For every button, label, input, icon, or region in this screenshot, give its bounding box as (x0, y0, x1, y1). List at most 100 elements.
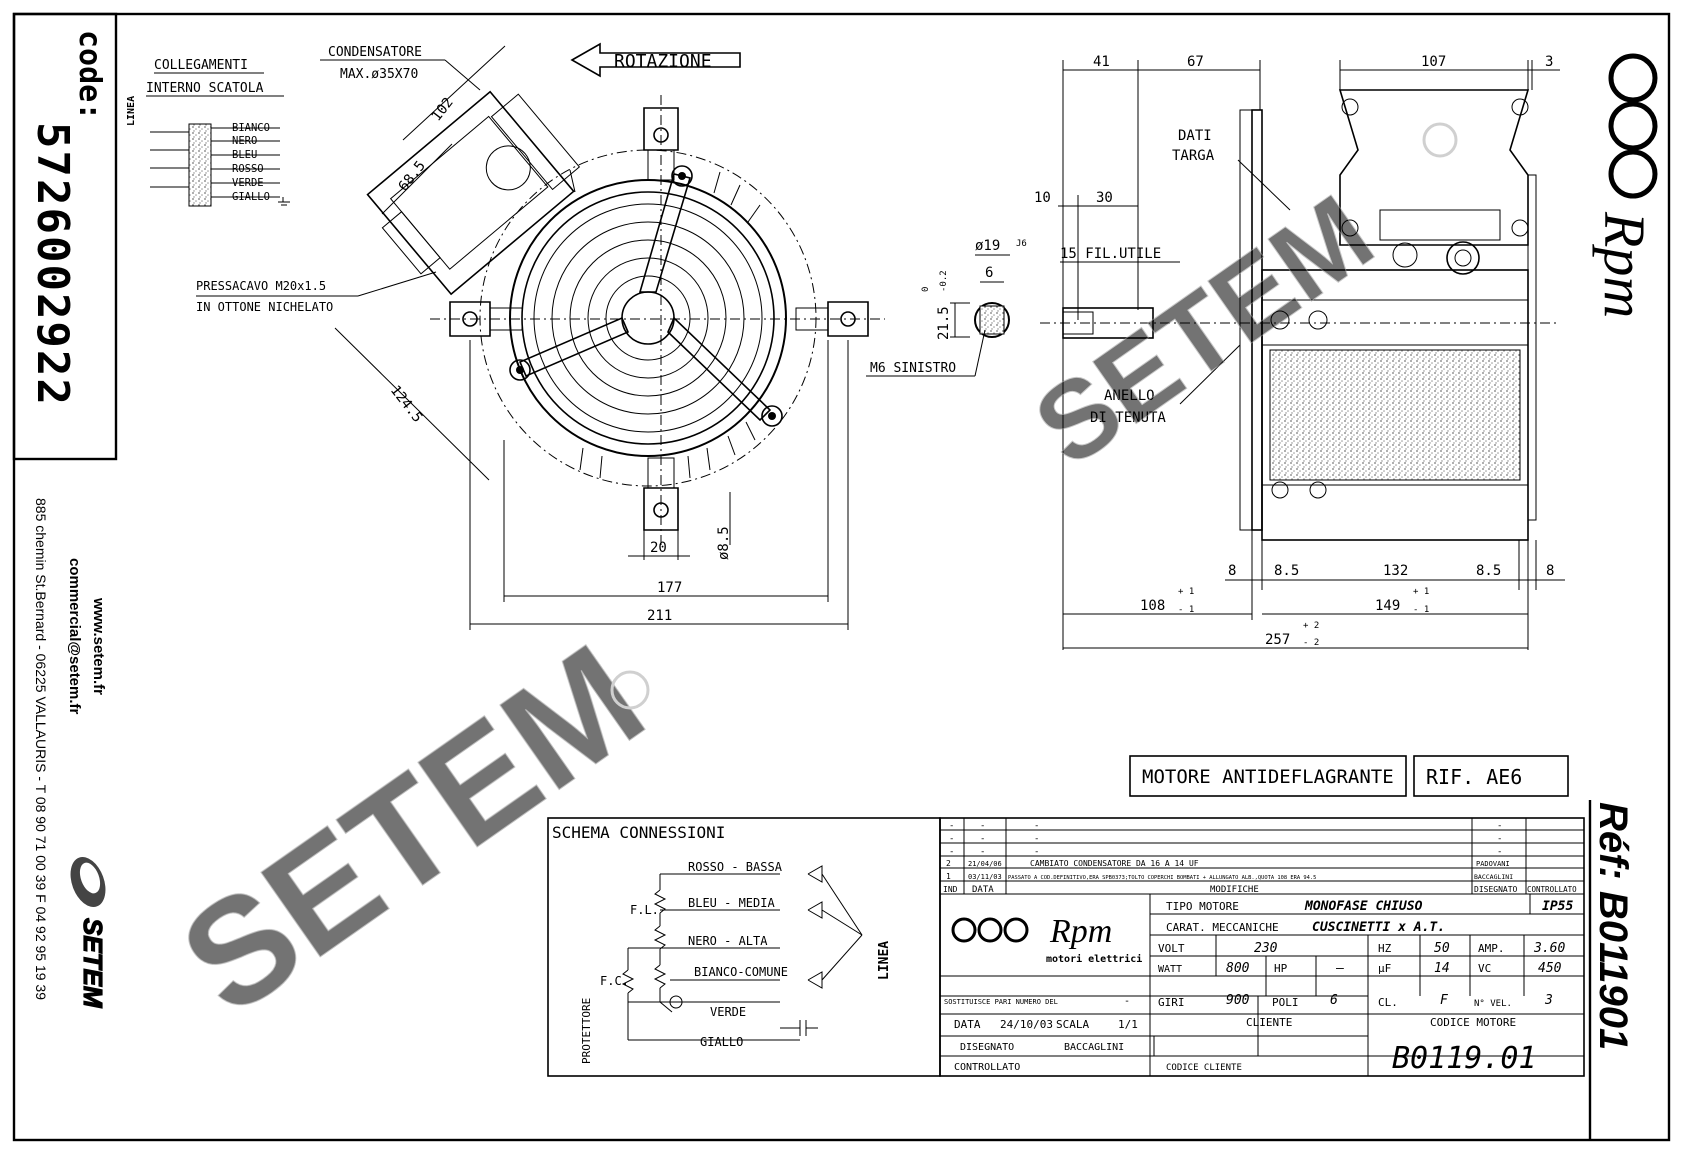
rev-desc-a: - (1034, 821, 1039, 831)
tipo-motore-label: TIPO MOTORE (1166, 900, 1239, 913)
rpm-logo: Rpm (1592, 53, 1658, 318)
sostituisce-label: SOSTITUISCE PARI NUMERO DEL (944, 998, 1058, 1006)
disegnato-label: DISEGNATO (960, 1042, 1014, 1053)
dim-19: ø19 (975, 238, 1000, 254)
uf-label: µF (1378, 962, 1391, 975)
vel-label: N° VEL. (1474, 999, 1512, 1009)
rev-desc-b: - (1034, 834, 1039, 844)
tol-149-plus: + 1 (1413, 587, 1429, 597)
stator-hatching (1269, 349, 1521, 481)
anello-label: ANELLO (1104, 388, 1155, 404)
rev-dis-c: - (1497, 847, 1502, 857)
rev-data-b: - (980, 834, 985, 844)
sheet-border (12, 12, 1671, 1142)
tol-149-minus: - 1 (1413, 605, 1429, 615)
condensatore-size: MAX.ø35X70 (340, 67, 418, 82)
vc-label: VC (1478, 962, 1491, 975)
dim-8-5b: 8.5 (1476, 563, 1501, 579)
collegamenti-subtitle: INTERNO SCATOLA (146, 81, 264, 96)
schema-nero: NERO - ALTA (688, 934, 768, 948)
watt-value: 800 (1226, 961, 1250, 976)
vel-value: 3 (1544, 993, 1553, 1008)
targa-label: TARGA (1172, 148, 1215, 164)
rpm-small-text: Rpm (1049, 913, 1112, 950)
schema-giallo: GIALLO (700, 1035, 743, 1049)
schema-protettore: PROTETTORE (580, 998, 593, 1064)
dim-102: 102 (429, 95, 457, 125)
dim-41: 41 (1093, 54, 1110, 70)
rif-label: RIF. AE6 (1426, 765, 1522, 789)
dim-132: 132 (1383, 563, 1408, 579)
mounting-lugs (449, 107, 869, 531)
schema-rosso: ROSSO - BASSA (688, 860, 783, 874)
rev-data-2: 21/04/06 (968, 860, 1002, 868)
hp-label: HP (1274, 962, 1288, 975)
poli-label: POLI (1272, 996, 1299, 1009)
codice-motore-label: CODICE MOTORE (1430, 1016, 1516, 1029)
dim-20: 20 (650, 540, 667, 556)
dim-10: 10 (1034, 190, 1051, 206)
rev-dis-1: BACCAGLINI (1474, 873, 1513, 881)
rev-ind-2: 2 (946, 859, 951, 868)
codice-cliente-label: CODICE CLIENTE (1166, 1063, 1242, 1073)
cliente-label: CLIENTE (1246, 1016, 1292, 1029)
rev-ind-a: - (949, 821, 954, 831)
schema-bianco: BIANCO-COMUNE (694, 965, 788, 979)
setem-watermark: SETEM SETEM (151, 122, 1458, 1047)
hz-label: HZ (1378, 942, 1392, 955)
ip-rating: IP55 (1542, 899, 1573, 914)
hdr-disegnato: DISEGNATO (1474, 885, 1518, 894)
rev-dis-a: - (1497, 821, 1502, 831)
m6-label: M6 SINISTRO (870, 361, 956, 376)
dim-8b: 8 (1546, 563, 1554, 579)
uf-value: 14 (1434, 961, 1450, 976)
dim-3: 3 (1545, 54, 1553, 70)
rotation-arrow (570, 42, 741, 78)
dim-30: 30 (1096, 190, 1113, 206)
giri-label: GIRI (1158, 996, 1185, 1009)
dim-67: 67 (1187, 54, 1204, 70)
dim-107: 107 (1421, 54, 1446, 70)
carat-label: CARAT. MECCANICHE (1166, 921, 1279, 934)
dim-8-5a: 8.5 (1274, 563, 1299, 579)
rpm-logo-text: Rpm (1592, 211, 1657, 318)
dim-68-5: 68.5 (396, 158, 429, 194)
rev-data-1: 03/11/03 (968, 873, 1002, 881)
code-box: code: 5726002922 (12, 12, 118, 461)
setem-logo: SETEM (70, 856, 109, 1010)
grille-spokes (518, 173, 772, 422)
controllato-label: CONTROLLATO (954, 1062, 1020, 1073)
email: commercial@setem.fr (66, 558, 83, 715)
schema-linea: LINEA (877, 941, 892, 980)
rev-ind-c: - (949, 847, 954, 857)
rev-dis-2: PADOVANI (1476, 860, 1510, 868)
hz-value: 50 (1434, 941, 1450, 956)
dim-8a: 8 (1228, 563, 1236, 579)
shaft-detail: ø19 J6 6 21.5 0 -0.2 M6 SINISTRO (866, 238, 1027, 377)
front-view: COLLEGAMENTI INTERNO SCATOLA LINEA BIANC… (126, 42, 885, 630)
dim-124-5: 124.5 (387, 383, 426, 426)
giri-value: 900 (1226, 993, 1250, 1008)
address: 885 chemin St.Bernard - 06225 VALLAURIS … (33, 498, 49, 1000)
rev-desc-2: CAMBIATO CONDENSATORE DA 16 A 14 UF (1030, 859, 1199, 868)
wire-bianco: BIANCO (232, 122, 270, 134)
ref-label: Réf: B011901 (1591, 802, 1635, 1050)
rev-ind-b: - (949, 834, 954, 844)
schema-bleu: BLEU - MEDIA (688, 896, 775, 910)
amp-label: AMP. (1478, 942, 1505, 955)
pressacavo-sub: IN OTTONE NICHELATO (196, 300, 333, 314)
volt-label: VOLT (1158, 942, 1185, 955)
rev-ind-1: 1 (946, 872, 951, 881)
sostituisce-value: - (1124, 996, 1130, 1007)
data-value: 24/10/03 (1000, 1018, 1053, 1031)
dim-6: 6 (985, 265, 993, 281)
contact-info: www.setem.fr commercial@setem.fr 885 che… (33, 498, 107, 1000)
website: www.setem.fr (90, 597, 107, 695)
dim-21-5: 21.5 (936, 306, 952, 340)
tol-m02: -0.2 (939, 270, 949, 292)
vc-value: 450 (1538, 961, 1562, 976)
tipo-motore: MONOFASE CHIUSO (1304, 899, 1423, 914)
schema-title: SCHEMA CONNESSIONI (552, 823, 725, 842)
hdr-controllato: CONTROLLATO (1527, 885, 1577, 894)
